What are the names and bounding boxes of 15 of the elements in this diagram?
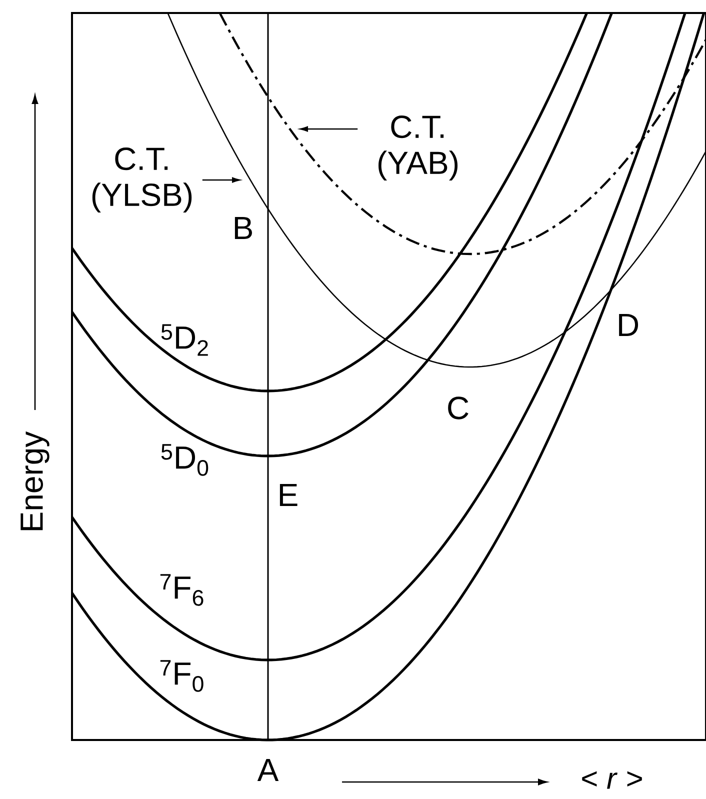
point-label: E [280,484,298,506]
point-label: C [448,396,468,420]
point-label: B [234,217,252,239]
leader-arrow [202,177,240,183]
leader-arrow [300,126,358,132]
callout-text: C.T. (YLSB) [92,148,192,212]
axis-label: Energy [20,431,50,530]
axis-label: < r > [582,771,642,789]
point-label: D [619,314,638,336]
point-label: A [257,759,279,781]
callout-text: C.T. (YAB) [378,116,458,180]
level-label: $^{5}$D$_{2}$ [161,324,208,356]
level-label: $^{7}$F$_{6}$ [160,574,204,606]
level-label: $^{7}$F$_{0}$ [160,660,204,692]
level-label: $^{5}$D$_{0}$ [161,444,208,476]
